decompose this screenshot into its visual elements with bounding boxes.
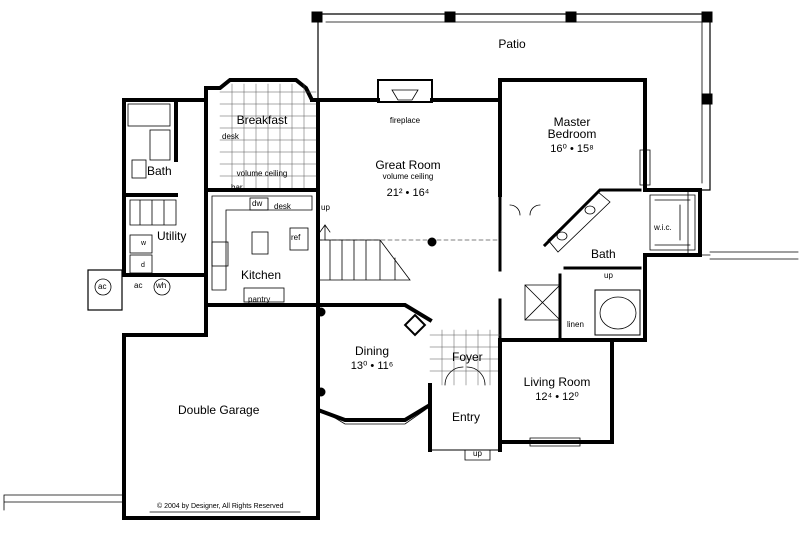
stairs — [317, 239, 411, 281]
tub-outline — [594, 289, 641, 336]
sink-icon — [556, 231, 568, 241]
ac-unit — [94, 278, 112, 296]
master-bedroom-walls — [498, 78, 702, 342]
ac-inside-label: ac — [134, 281, 143, 290]
pantry-closet — [243, 287, 285, 303]
sink-icon — [584, 205, 596, 215]
breakfast-desk-label: desk — [222, 132, 239, 141]
driveway-line — [3, 494, 125, 511]
shower — [524, 284, 561, 321]
master-bath-walls — [542, 188, 642, 342]
master-window — [639, 149, 651, 186]
tub-icon — [599, 296, 637, 330]
living-room-walls — [498, 338, 614, 444]
dining-window — [324, 409, 426, 425]
dishwasher — [249, 197, 269, 211]
fireplace-hearth — [391, 89, 419, 101]
linen-label: linen — [567, 320, 584, 329]
copyright-notice: © 2004 by Designer, All Rights Reserved — [157, 503, 284, 510]
stairs-up-label: up — [321, 203, 330, 212]
double-garage-label: Double Garage — [178, 403, 260, 417]
kitchen-island — [251, 231, 269, 255]
great-room-ceiling-label: volume ceiling — [382, 172, 434, 181]
refrigerator — [289, 227, 309, 251]
foyer-label: Foyer — [452, 350, 483, 364]
dishwasher-label: dw — [252, 199, 263, 208]
breakfast-grid — [219, 83, 317, 189]
dryer — [129, 254, 153, 274]
breakfast-walls — [204, 78, 320, 192]
ac-pad — [87, 269, 123, 311]
left-bath-toilet — [131, 159, 147, 179]
washer-label: w — [141, 240, 147, 247]
great-room-dimensions: 21² • 16⁴ — [386, 187, 430, 199]
kitchen-label: Kitchen — [241, 268, 282, 282]
master-bedroom-dimensions: 16⁰ • 15⁸ — [550, 143, 594, 155]
walkway-line — [709, 251, 799, 260]
wic-shelves — [649, 194, 696, 251]
utility-label: Utility — [157, 229, 187, 243]
kitchen-ceiling-label: volume ceiling — [236, 169, 288, 178]
left-bath-tub — [127, 103, 171, 127]
vanity — [547, 191, 611, 253]
left-bath-vanity — [149, 129, 171, 161]
range — [211, 241, 229, 267]
entry-steps — [464, 449, 491, 461]
utility-cabinets — [129, 199, 177, 226]
front-door — [444, 366, 486, 386]
master-bedroom-label-line1: Master — [553, 115, 591, 129]
dryer-label: d — [141, 262, 145, 269]
ref-label: ref — [291, 233, 301, 242]
fireplace-outline — [377, 79, 433, 103]
bar-label: bar — [231, 183, 243, 192]
patio-label: Patio — [498, 37, 526, 51]
patio-column — [701, 93, 713, 105]
patio-column — [444, 11, 456, 23]
living-room-label: Living Room — [523, 375, 591, 389]
dining-label: Dining — [354, 344, 390, 358]
fireplace-label: fireplace — [389, 116, 421, 125]
great-room-column — [427, 237, 437, 247]
master-bedroom-label-line2: Bedroom — [547, 127, 597, 141]
utility-walls — [122, 98, 208, 307]
patio-column — [565, 11, 577, 23]
left-bath-walls — [122, 98, 208, 197]
water-heater-icon — [153, 278, 171, 296]
dining-column — [403, 313, 427, 337]
foyer-grid — [429, 329, 501, 386]
master-bath-label: Bath — [591, 247, 616, 261]
living-window — [529, 437, 581, 447]
kitchen-counter — [211, 195, 313, 291]
living-room-dimensions: 12⁴ • 12⁰ — [535, 391, 579, 403]
garage-walls — [122, 303, 320, 520]
patio-column — [311, 11, 323, 23]
water-heater-label: wh — [156, 281, 167, 290]
washer — [129, 234, 153, 254]
patio-column — [701, 11, 713, 23]
kitchen-desk-label: desk — [274, 202, 291, 211]
left-bath-label: Bath — [147, 164, 172, 178]
entry-up-label: up — [473, 449, 482, 458]
ac-outside-label: ac — [98, 282, 107, 291]
breakfast-label: Breakfast — [236, 113, 288, 127]
bath-up-label: up — [604, 271, 613, 280]
stair-arrow — [319, 224, 331, 241]
wic-label: w.i.c. — [654, 223, 672, 232]
pantry-label: pantry — [248, 295, 271, 304]
entry-label: Entry — [452, 410, 481, 424]
great-room-label: Great Room — [375, 158, 441, 172]
kitchen-walls — [204, 188, 320, 307]
dining-dimensions: 13⁰ • 11⁶ — [350, 360, 394, 372]
closet-doors — [509, 204, 541, 216]
